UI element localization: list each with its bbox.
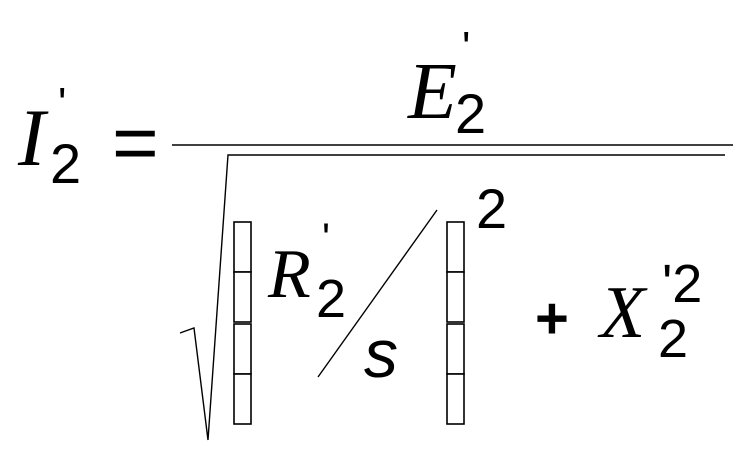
paren-exponent: 2 [476,177,507,240]
resistance-over-slip: R ' 2 s [267,209,438,392]
reactance-prime-superscript: '2 [662,254,702,314]
resistance-prime: ' [322,214,330,261]
reactance-term: X '2 2 [597,254,702,369]
resistance-subscript: 2 [316,269,346,329]
numerator-subscript: 2 [455,82,486,145]
lhs-symbol-i: I [17,92,49,183]
left-paren-glyphs [233,221,252,425]
slip-symbol-s: s [364,316,398,392]
slash-divider [317,209,438,378]
lhs-current-term: I ' 2 [17,79,81,195]
lhs-prime: ' [58,79,66,128]
equals-sign: = [112,98,159,187]
lhs-subscript: 2 [50,132,81,195]
numerator-emf-term: E ' 2 [407,23,486,145]
numerator-prime: ' [462,23,470,72]
square-root-radical [179,154,725,441]
reactance-subscript: 2 [658,309,688,369]
resistance-symbol-r: R [267,236,311,313]
right-paren-glyphs [446,221,465,425]
reactance-symbol-x: X [597,272,648,354]
numerator-symbol-e: E [407,48,457,136]
plus-sign: + [535,286,569,351]
